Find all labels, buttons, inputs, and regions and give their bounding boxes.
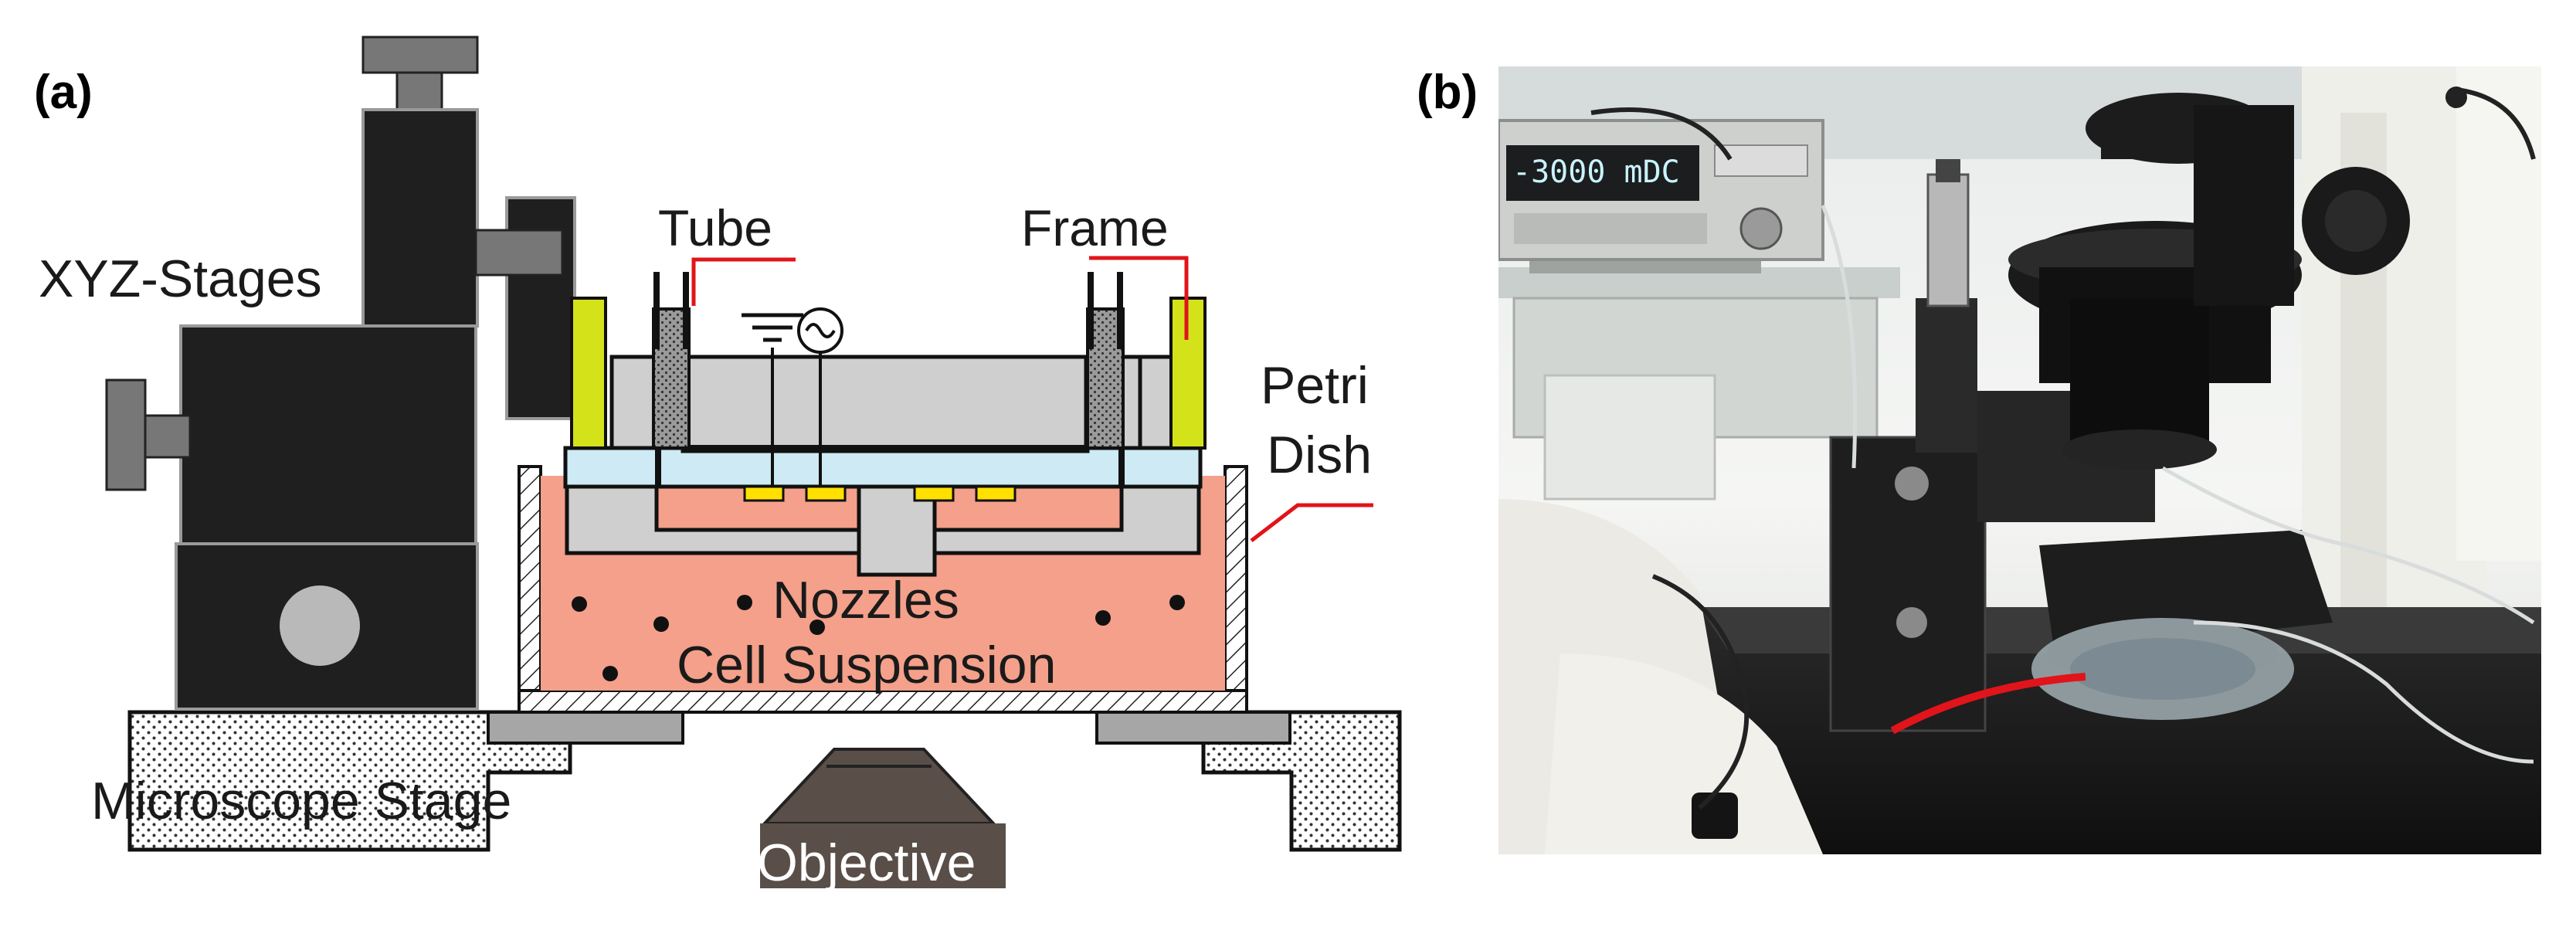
panel-a-label: (a) bbox=[34, 66, 93, 119]
microscope-stage bbox=[127, 710, 1402, 852]
ground-symbol bbox=[742, 313, 803, 342]
photo-stage bbox=[2031, 530, 2333, 720]
label-microscope-stage: Microscope Stage bbox=[91, 772, 511, 830]
panel-b-label: (b) bbox=[1417, 66, 1478, 119]
cells bbox=[572, 595, 1185, 681]
electrode bbox=[805, 485, 847, 502]
stage-support-left bbox=[487, 711, 684, 745]
panel-a-schematic: (a) bbox=[34, 36, 1402, 892]
photo-xyz-stage bbox=[1829, 159, 2155, 732]
frame-left bbox=[570, 297, 607, 450]
label-cell-suspension: Cell Suspension bbox=[677, 636, 1056, 694]
panel-b-photo: (b) -3000 mDC bbox=[1417, 66, 2541, 854]
generator-readout: -3000 mDC bbox=[1512, 154, 1680, 190]
photo-cables bbox=[1821, 205, 2535, 764]
side-knob bbox=[474, 229, 564, 277]
label-tube: Tube bbox=[658, 199, 772, 256]
electrode bbox=[743, 485, 785, 502]
label-objective: Objective bbox=[757, 833, 976, 892]
left-knob bbox=[105, 378, 147, 491]
leader-lines bbox=[691, 256, 1373, 542]
electrode bbox=[913, 485, 955, 502]
photo-red-wire bbox=[1890, 673, 2086, 735]
electrode bbox=[975, 485, 1016, 502]
label-petri-dish-line1: Petri bbox=[1261, 356, 1369, 415]
label-frame: Frame bbox=[1021, 199, 1169, 256]
ac-source-symbol bbox=[797, 307, 843, 354]
top-knob bbox=[361, 36, 479, 74]
label-xyz-stages: XYZ-Stages bbox=[39, 249, 322, 308]
stage-disc bbox=[280, 585, 360, 666]
nozzle-device bbox=[563, 272, 1207, 577]
photo-frame: -3000 mDC bbox=[1498, 66, 2541, 854]
objective bbox=[760, 748, 1006, 888]
photo-black-cables bbox=[1590, 87, 2536, 810]
function-generator: -3000 mDC bbox=[1498, 119, 1824, 261]
glass-layer bbox=[563, 446, 1203, 489]
photo-microscope-head bbox=[2008, 93, 2410, 470]
label-nozzles: Nozzles bbox=[772, 571, 959, 630]
petri-dish bbox=[518, 465, 1248, 714]
label-petri-dish-line2: Dish bbox=[1267, 426, 1372, 484]
xyz-stages bbox=[105, 36, 576, 711]
stage-support-right bbox=[1095, 711, 1291, 745]
